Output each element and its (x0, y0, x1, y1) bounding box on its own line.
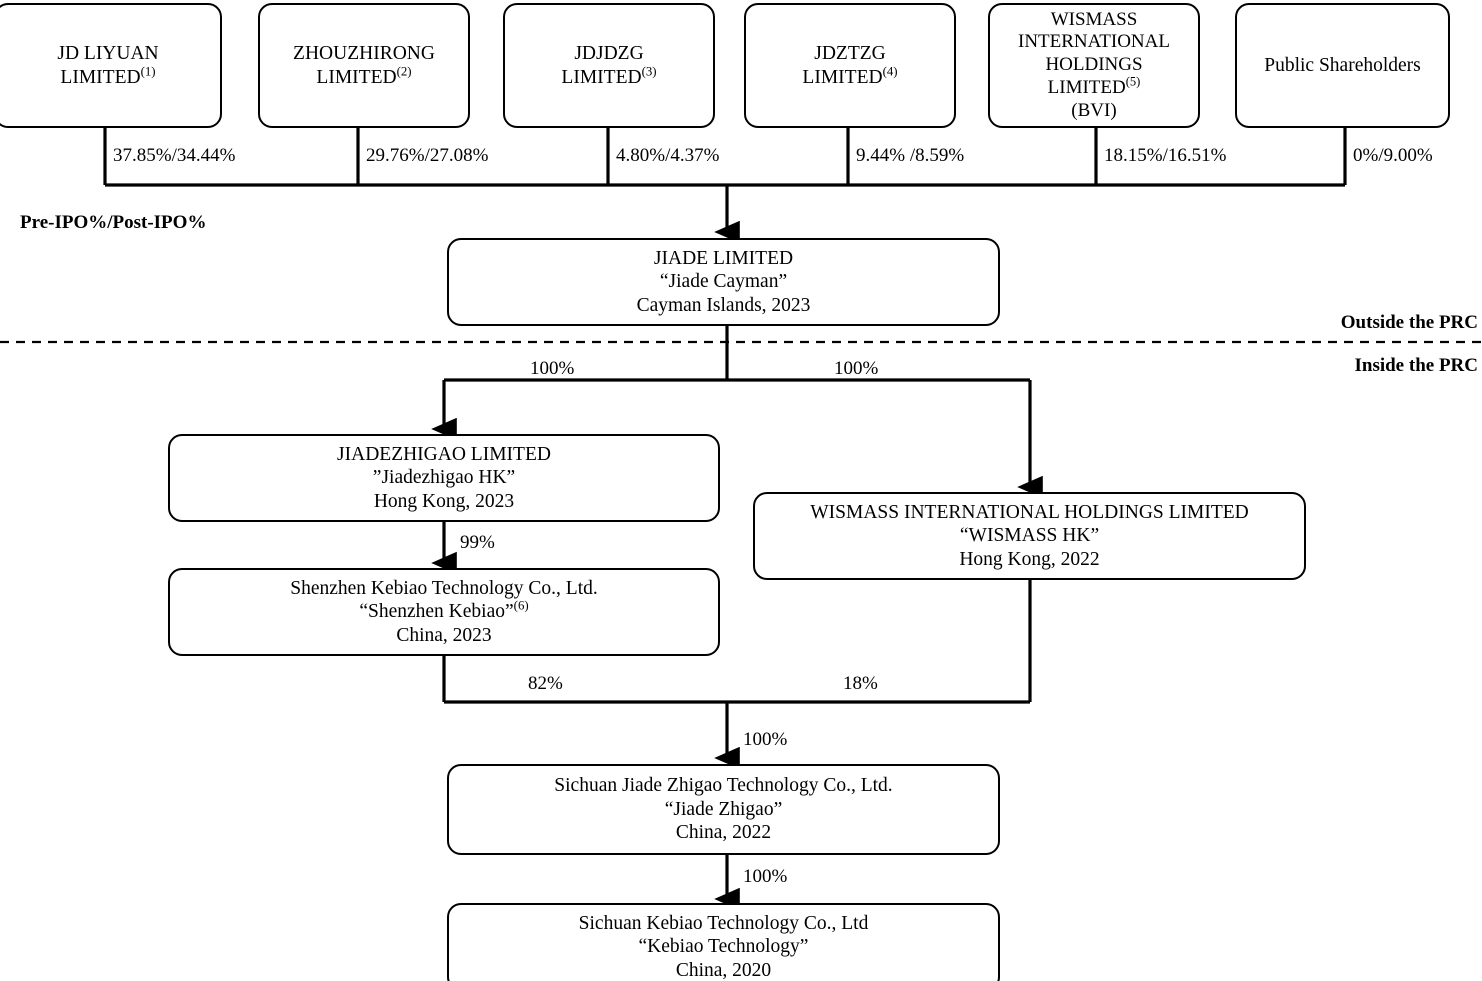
edge-label-jd-liyuan-pct: 37.85%/34.44% (113, 145, 236, 166)
footnote-marker: (1) (140, 64, 156, 78)
edge-label-cayman-to-wismasshk-pct: 100% (834, 358, 879, 379)
footnote-marker: (6) (513, 598, 529, 613)
node-line: Sichuan Kebiao Technology Co., Ltd (578, 912, 869, 934)
node-line: LIMITED(2) (316, 64, 412, 88)
node-line: “Jiade Zhigao” (664, 798, 783, 820)
node-line: Hong Kong, 2023 (373, 490, 515, 512)
node-jdztzg[interactable]: JDZTZG LIMITED(4) (744, 3, 956, 128)
node-line: Cayman Islands, 2023 (636, 294, 811, 316)
node-line: JDZTZG (814, 43, 886, 65)
node-zhouzhirong[interactable]: ZHOUZHIRONG LIMITED(2) (258, 3, 470, 128)
node-line: China, 2023 (396, 624, 492, 646)
node-kebiao-technology[interactable]: Sichuan Kebiao Technology Co., Ltd “Kebi… (447, 903, 1000, 981)
footnote-marker: (5) (1125, 74, 1141, 89)
node-line: ”Jiadezhigao HK” (372, 467, 516, 489)
edge-label-shenzhen-82-pct: 82% (528, 673, 563, 694)
node-jiade-cayman[interactable]: JIADE LIMITED “Jiade Cayman” Cayman Isla… (447, 238, 1000, 326)
node-line: (BVI) (1071, 99, 1117, 121)
node-wismass-bvi[interactable]: WISMASS INTERNATIONAL HOLDINGS LIMITED(5… (988, 3, 1200, 128)
node-line: “Shenzhen Kebiao”(6) (359, 598, 529, 623)
node-jd-liyuan[interactable]: JD LIYUAN LIMITED(1) (0, 3, 222, 128)
legend-outside-prc: Outside the PRC (1340, 312, 1478, 333)
edge-label-jiadezhigao-to-shenzhen-pct: 99% (460, 532, 495, 553)
node-line: JDJDZG (574, 43, 644, 65)
edge-label-cayman-to-jiadezhigao-pct: 100% (530, 358, 575, 379)
node-line: WISMASS (1050, 8, 1138, 30)
node-line: LIMITED(5) (1047, 74, 1141, 98)
edge-label-merged-100-pct: 100% (743, 729, 788, 750)
node-line: Shenzhen Kebiao Technology Co., Ltd. (290, 577, 598, 599)
node-line: Hong Kong, 2022 (959, 548, 1100, 570)
node-public-shareholders[interactable]: Public Shareholders (1235, 3, 1450, 128)
edge-label-jdztzg-pct: 9.44% /8.59% (856, 145, 965, 166)
node-line: China, 2020 (675, 959, 772, 981)
node-jdjdzg[interactable]: JDJDZG LIMITED(3) (503, 3, 715, 128)
legend-inside-prc: Inside the PRC (1354, 355, 1478, 376)
node-line: ZHOUZHIRONG (293, 43, 435, 65)
edge-label-public-pct: 0%/9.00% (1353, 145, 1433, 166)
node-line: JD LIYUAN (57, 43, 159, 65)
node-line: INTERNATIONAL (1018, 31, 1170, 53)
node-line: LIMITED(1) (60, 64, 156, 88)
edge-label-wismass-bvi-pct: 18.15%/16.51% (1104, 145, 1227, 166)
node-line: Sichuan Jiade Zhigao Technology Co., Ltd… (554, 775, 893, 797)
node-line: LIMITED(4) (802, 64, 898, 88)
edge-label-jiadezhigao-cn-to-kebiao-pct: 100% (743, 866, 788, 887)
node-line: JIADEZHIGAO LIMITED (337, 443, 551, 465)
node-line: JIADE LIMITED (653, 247, 794, 269)
node-jiadezhigao-hk[interactable]: JIADEZHIGAO LIMITED ”Jiadezhigao HK” Hon… (168, 434, 720, 522)
node-line: “Jiade Cayman” (659, 271, 788, 293)
footnote-marker: (4) (882, 64, 898, 78)
node-line: “WISMASS HK” (959, 525, 1100, 547)
node-line: WISMASS INTERNATIONAL HOLDINGS LIMITED (810, 501, 1249, 523)
node-jiade-zhigao[interactable]: Sichuan Jiade Zhigao Technology Co., Ltd… (447, 764, 1000, 855)
edge-label-jdjdzg-pct: 4.80%/4.37% (616, 145, 720, 166)
edge-label-zhouzhirong-pct: 29.76%/27.08% (366, 145, 489, 166)
node-line: “Kebiao Technology” (638, 936, 809, 958)
legend-pre-post-ipo: Pre-IPO%/Post-IPO% (20, 212, 207, 233)
node-line: Public Shareholders (1264, 54, 1421, 76)
edge-label-wismasshk-18-pct: 18% (843, 673, 878, 694)
node-wismass-hk[interactable]: WISMASS INTERNATIONAL HOLDINGS LIMITED “… (753, 492, 1306, 580)
node-line: HOLDINGS (1045, 54, 1143, 76)
footnote-marker: (3) (641, 64, 657, 78)
node-line: LIMITED(3) (561, 64, 657, 88)
node-shenzhen-kebiao[interactable]: Shenzhen Kebiao Technology Co., Ltd. “Sh… (168, 568, 720, 656)
node-line: China, 2022 (675, 822, 772, 844)
footnote-marker: (2) (396, 64, 412, 78)
